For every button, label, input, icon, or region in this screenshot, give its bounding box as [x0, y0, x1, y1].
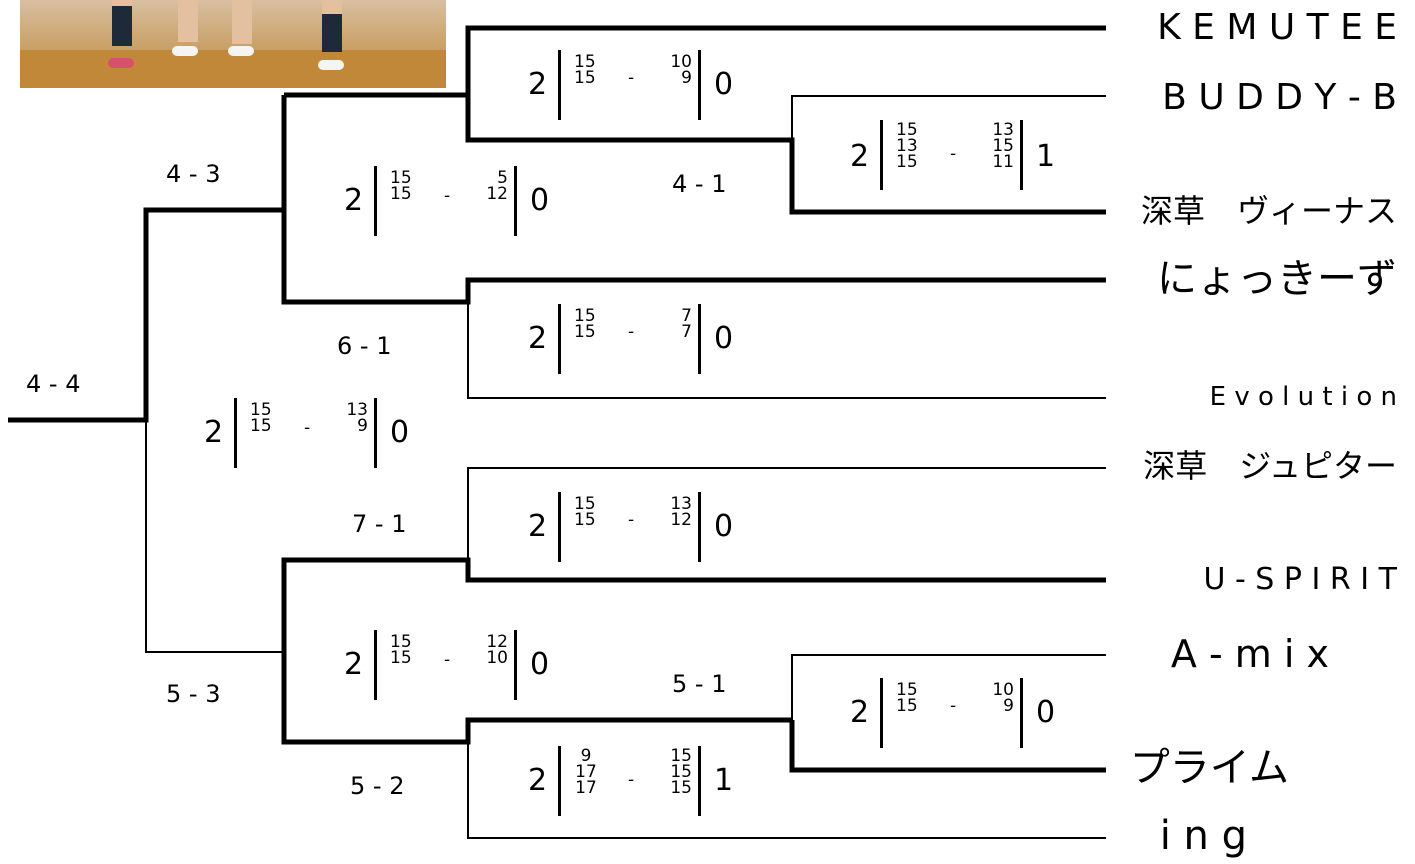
line-u-spirit-win [281, 557, 1106, 652]
match-right-score: 0 [714, 509, 734, 544]
match-right-score: 0 [714, 321, 734, 356]
team-photo [20, 0, 446, 88]
team-name-prime: プライム [1129, 745, 1289, 791]
round-label-7-1: 7 - 1 [352, 510, 407, 538]
round-label-4-4: 4 - 4 [26, 370, 81, 398]
round-label-5-3: 5 - 3 [166, 680, 221, 708]
round-label-5-1: 5 - 1 [672, 670, 727, 698]
match-right-score: 0 [530, 183, 550, 218]
round-label-4-3: 4 - 3 [166, 160, 221, 188]
line-jupiter [467, 467, 1106, 580]
match-left-score: 2 [850, 139, 870, 174]
match-left-score: 2 [528, 67, 548, 102]
line-a-mix [791, 654, 1106, 770]
match-right-score: 0 [390, 415, 410, 450]
match-left-score: 2 [528, 509, 548, 544]
team-name-ing: i n g [1159, 813, 1247, 859]
match-left-score: 2 [204, 415, 224, 450]
team-name-fukakusa-jupiter: 深草 ジュピター [1143, 447, 1397, 485]
match-left-score: 2 [344, 183, 364, 218]
team-name-a-mix: A - m i x [1170, 632, 1329, 676]
match-right-score: 1 [714, 763, 734, 798]
line-nyokkizu-win [281, 210, 1106, 305]
match-right-score: 0 [530, 647, 550, 682]
round-label-6-1: 6 - 1 [337, 332, 392, 360]
line-semifinal-top-win [8, 95, 287, 423]
match-left-score: 2 [850, 695, 870, 730]
line-evolution [467, 280, 1106, 399]
match-right-score: 0 [714, 67, 734, 102]
line-venus-win [789, 140, 1106, 215]
line-prime-win [789, 720, 1106, 773]
line-buddy-b [791, 95, 1106, 212]
round-label-4-1: 4 - 1 [672, 170, 727, 198]
match-left-score: 2 [344, 647, 364, 682]
team-name-evolution: E v o l u t i o n [1209, 382, 1397, 412]
team-name-fukakusa-venus: 深草 ヴィーナス [1140, 192, 1397, 230]
match-left-score: 2 [528, 321, 548, 356]
match-right-score: 0 [1036, 695, 1056, 730]
line-semifinal-bottom [145, 420, 284, 653]
round-label-5-2: 5 - 2 [350, 772, 405, 800]
line-winner-qf1 [465, 95, 792, 143]
match-left-score: 2 [528, 763, 548, 798]
team-name-buddy-b: B U D D Y - B [1162, 77, 1397, 118]
line-ing [467, 720, 1106, 839]
team-name-nyokkizu: にょっきーず [1157, 256, 1397, 302]
team-name-u-spirit: U - S P I R I T [1203, 562, 1397, 597]
match-right-score: 1 [1036, 139, 1056, 174]
team-name-kemutee: K E M U T E E [1157, 7, 1397, 48]
